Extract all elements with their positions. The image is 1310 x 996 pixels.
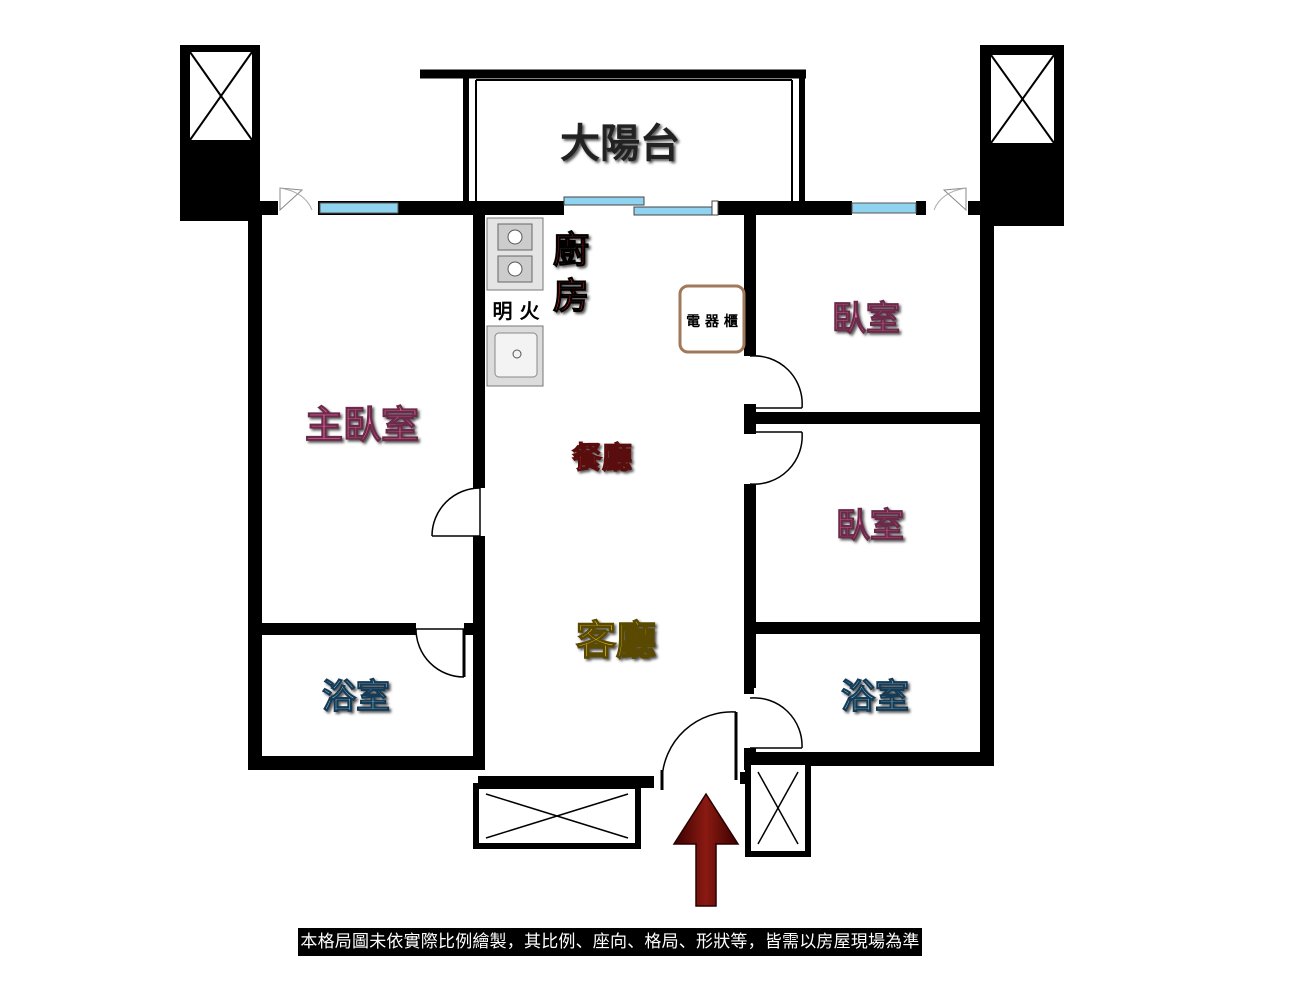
front-storage-right: [745, 759, 811, 857]
sink-icon: [486, 325, 544, 387]
front-storage-left: [473, 783, 641, 849]
balcony-outline: [420, 69, 806, 206]
entrance-arrow-icon: [672, 792, 740, 907]
stove-icon: [486, 217, 544, 291]
disclaimer-text: 本格局圖未依實際比例繪製，其比例、座向、格局、形狀等，皆需以房屋現場為準: [298, 928, 922, 956]
living-room-label: 客廳: [576, 618, 656, 664]
open-flame-label: 明 火: [493, 299, 541, 323]
top-wall: [258, 187, 982, 216]
kitchen-label-2: 房: [553, 276, 589, 317]
appliance-cabinet-label: 電 器 櫃: [686, 313, 738, 330]
balcony-label: 大陽台: [560, 120, 680, 167]
dining-room-label: 餐廳: [572, 441, 632, 476]
bedroom-1-label: 臥室: [832, 299, 900, 339]
bathroom-right-label: 浴室: [841, 677, 909, 717]
kitchen-label-1: 廚: [553, 229, 589, 271]
right-duct: [980, 45, 1064, 226]
left-duct: [180, 45, 260, 221]
door-swings: [415, 355, 803, 790]
interior-walls: [248, 210, 994, 770]
master-bedroom-label: 主臥室: [305, 403, 419, 447]
bathroom-left-label: 浴室: [322, 677, 390, 717]
appliance-cabinet-box: [678, 284, 746, 354]
bedroom-2-label: 臥室: [836, 506, 904, 546]
